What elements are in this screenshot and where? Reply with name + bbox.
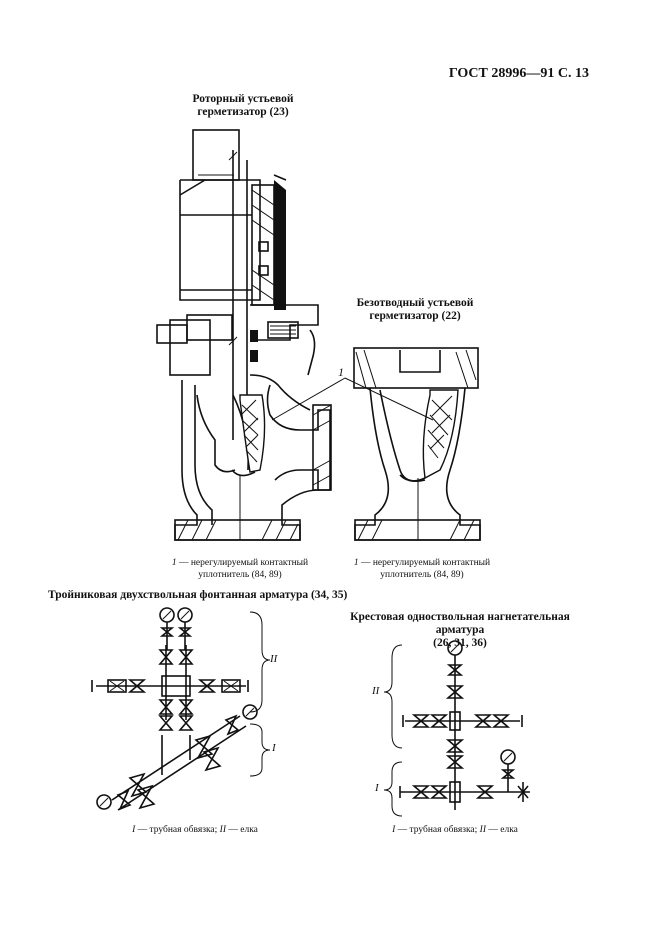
- cross-label-I: I: [375, 782, 379, 794]
- tee-caption-text2: — елка: [228, 825, 258, 835]
- cross-title-line1: Крестовая одноствольная нагнетательная а…: [350, 611, 570, 636]
- callout-leader-right: [344, 377, 434, 421]
- rotary-title-line1: Роторный устьевой: [192, 93, 294, 105]
- waterless-caption-line2: уплотнитель (84, 89): [380, 570, 464, 580]
- tee-label-II: II: [270, 653, 278, 665]
- waterless-title-line2: герметизатор (22): [369, 310, 461, 322]
- waterless-caption: 1 — нерегулируемый контактный уплотнител…: [332, 557, 512, 581]
- cross-caption-text2: — елка: [488, 825, 518, 835]
- rotary-sealer-drawing: [156, 129, 332, 541]
- rotary-caption-line1: — нерегулируемый контактный: [178, 558, 309, 568]
- rotary-caption: 1 — нерегулируемый контактный уплотнител…: [150, 557, 330, 581]
- page-header: ГОСТ 28996—91 С. 13: [448, 66, 589, 81]
- tee-tree-title: Тройниковая двухствольная фонтанная арма…: [48, 589, 348, 601]
- cross-tree-schematic: [383, 640, 530, 817]
- tee-tree-schematic: [91, 607, 271, 811]
- tee-caption: I — трубная обвязка; II — елка: [100, 824, 290, 836]
- rotary-sealer-title: Роторный устьевой герметизатор (23): [178, 93, 308, 119]
- callout-leader-left: [271, 377, 346, 421]
- tee-caption-num-I: I: [132, 825, 136, 835]
- rotary-title-line2: герметизатор (23): [197, 106, 289, 118]
- cross-tree-title: Крестовая одноствольная нагнетательная а…: [330, 611, 590, 650]
- rotary-caption-line2: уплотнитель (84, 89): [198, 570, 282, 580]
- rotary-caption-num: 1: [171, 558, 177, 568]
- waterless-caption-line1: — нерегулируемый контактный: [360, 558, 491, 568]
- cross-caption-text: — трубная обвязка;: [397, 825, 478, 835]
- cross-caption-num-I: I: [392, 825, 396, 835]
- tee-label-I: I: [272, 742, 276, 754]
- cross-caption-num-II: II: [479, 825, 486, 835]
- waterless-caption-num: 1: [353, 558, 359, 568]
- cross-caption: I — трубная обвязка; II — елка: [360, 824, 550, 836]
- waterless-title-line1: Безотводный устьевой: [356, 297, 474, 309]
- callout-number: 1: [338, 365, 344, 379]
- waterless-sealer-title: Безотводный устьевой герметизатор (22): [350, 297, 480, 323]
- cross-title-line2: (26, 31, 36): [433, 637, 487, 649]
- cross-label-II: II: [372, 685, 380, 697]
- tee-caption-text: — трубная обвязка;: [137, 825, 218, 835]
- waterless-sealer-drawing: [353, 347, 481, 541]
- tee-caption-num-II: II: [219, 825, 226, 835]
